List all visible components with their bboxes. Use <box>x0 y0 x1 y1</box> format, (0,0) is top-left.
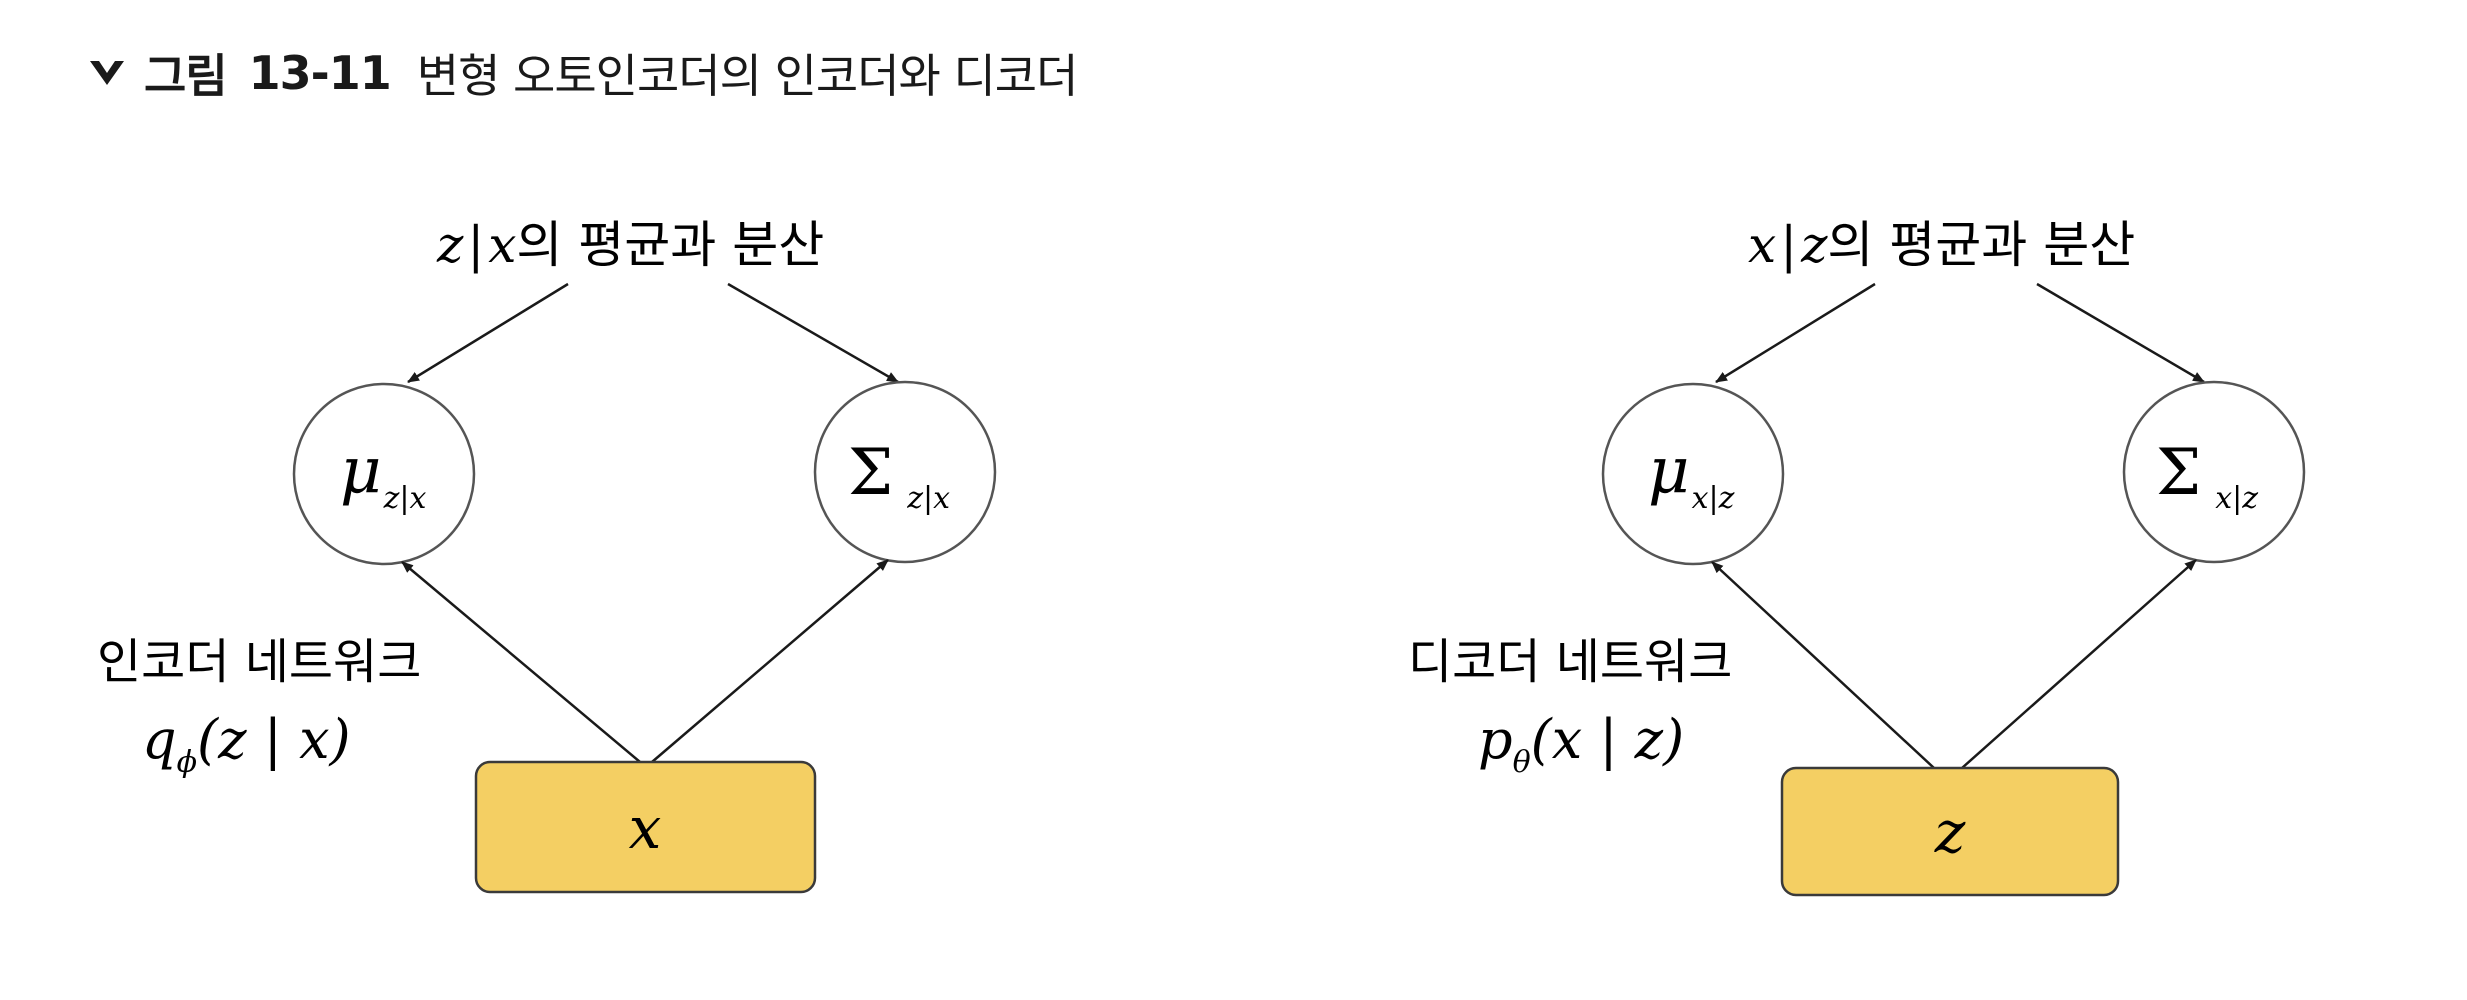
chevron-down-icon <box>90 61 124 85</box>
encoder-mean-symbol: μ <box>340 434 382 508</box>
encoder-dist-letter: q <box>142 708 177 771</box>
encoder-arrow-to-cov <box>727 282 899 384</box>
encoder-arrow-to-mean <box>407 282 569 384</box>
encoder-input-box <box>474 760 817 894</box>
encoder-top-label: z|x의 평균과 분산 <box>436 216 824 274</box>
encoder-mean-label: μz|x <box>340 434 427 516</box>
decoder-cov-node <box>2122 380 2306 564</box>
encoder-cov-symbol: Σ <box>848 436 893 510</box>
decoder-distribution: pθ(x | z) <box>1478 708 1684 780</box>
encoder-distribution: qϕ(z | x) <box>142 708 351 780</box>
encoder-top-cond: x <box>488 216 516 274</box>
encoder-top-var: z <box>436 216 464 274</box>
decoder-arrow-to-cov <box>2036 282 2205 384</box>
figure-caption: 그림 13-11 변형 오토인코더의 인코더와 디코더 <box>88 38 1079 108</box>
decoder-dist-args: (x | z) <box>1531 708 1685 771</box>
decoder-top-label: x|z의 평균과 분산 <box>1748 216 2135 274</box>
encoder-arrow-input-to-cov <box>651 559 889 763</box>
encoder-dist-param: ϕ <box>177 745 197 780</box>
decoder-arrow-input-to-cov <box>1961 559 2197 769</box>
decoder-network-label: 디코더 네트워크 <box>1408 634 1732 690</box>
encoder-mean-sub: z|x <box>383 481 427 516</box>
encoder-mean-node <box>292 382 476 566</box>
decoder-top-cond: z <box>1800 216 1828 274</box>
decoder-mean-node <box>1601 382 1785 566</box>
decoder-cov-symbol: Σ <box>2156 436 2201 510</box>
caption-number: 13-11 <box>248 46 392 100</box>
encoder-cov-sub: z|x <box>906 481 950 516</box>
decoder-mean-label: μx|z <box>1648 434 1735 516</box>
decoder-dist-letter: p <box>1478 708 1513 771</box>
decoder-mean-symbol: μ <box>1648 434 1690 508</box>
caption-title: 변형 오토인코더의 인코더와 디코더 <box>416 49 1079 103</box>
decoder-top-text: 의 평균과 분산 <box>1827 216 2135 274</box>
encoder-arrow-input-to-mean <box>401 561 641 763</box>
encoder-cov-node <box>813 380 997 564</box>
encoder-input-label: x <box>629 794 662 862</box>
decoder-input-box <box>1780 766 2120 897</box>
decoder-dist-param: θ <box>1513 745 1531 780</box>
encoder-top-text: 의 평균과 분산 <box>516 216 824 274</box>
caption-label: 그림 <box>144 49 228 103</box>
decoder-arrow-input-to-mean <box>1711 561 1935 769</box>
decoder-cov-sub: x|z <box>2215 481 2258 516</box>
encoder-network-label: 인코더 네트워크 <box>97 634 421 690</box>
decoder-input-label: z <box>1934 798 1966 866</box>
decoder-arrow-to-mean <box>1715 282 1876 384</box>
decoder-top-var: x <box>1748 216 1776 274</box>
decoder-mean-sub: x|z <box>1692 481 1735 516</box>
encoder-dist-args: (z | x) <box>197 708 351 771</box>
